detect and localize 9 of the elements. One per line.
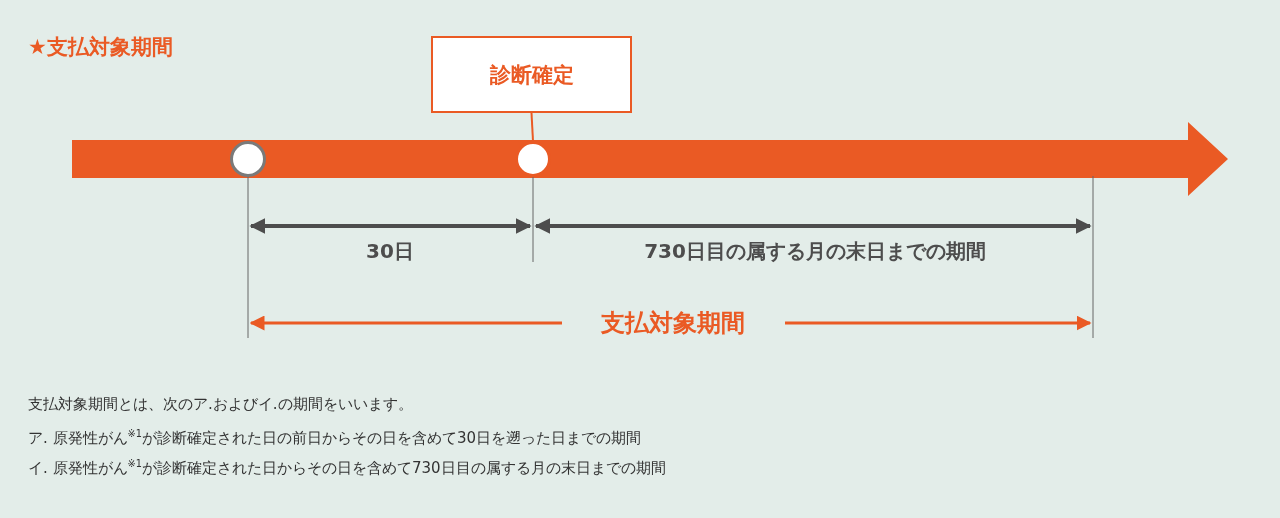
note-text: イ. 原発性がん$^{※1}$が診断確定された日からその日を含めて730日目の属する月の末日までの期間 — [28, 458, 666, 478]
note-text: 支払対象期間とは、次のア.およびイ.の期間をいいます。 — [28, 395, 413, 414]
dimension-label: 30日 — [366, 238, 414, 265]
dimension-label: 支払対象期間 — [601, 308, 745, 339]
label-box: 診断確定 — [431, 36, 632, 113]
connector-line — [530, 112, 534, 142]
title: ★支払対象期間 — [28, 34, 173, 61]
dimension-label: 730日目の属する月の末日までの期間 — [644, 238, 986, 265]
note-text: ア. 原発性がん$^{※1}$が診断確定された日の前日からその日を含めて30日を遡った日までの期間 — [28, 428, 641, 448]
